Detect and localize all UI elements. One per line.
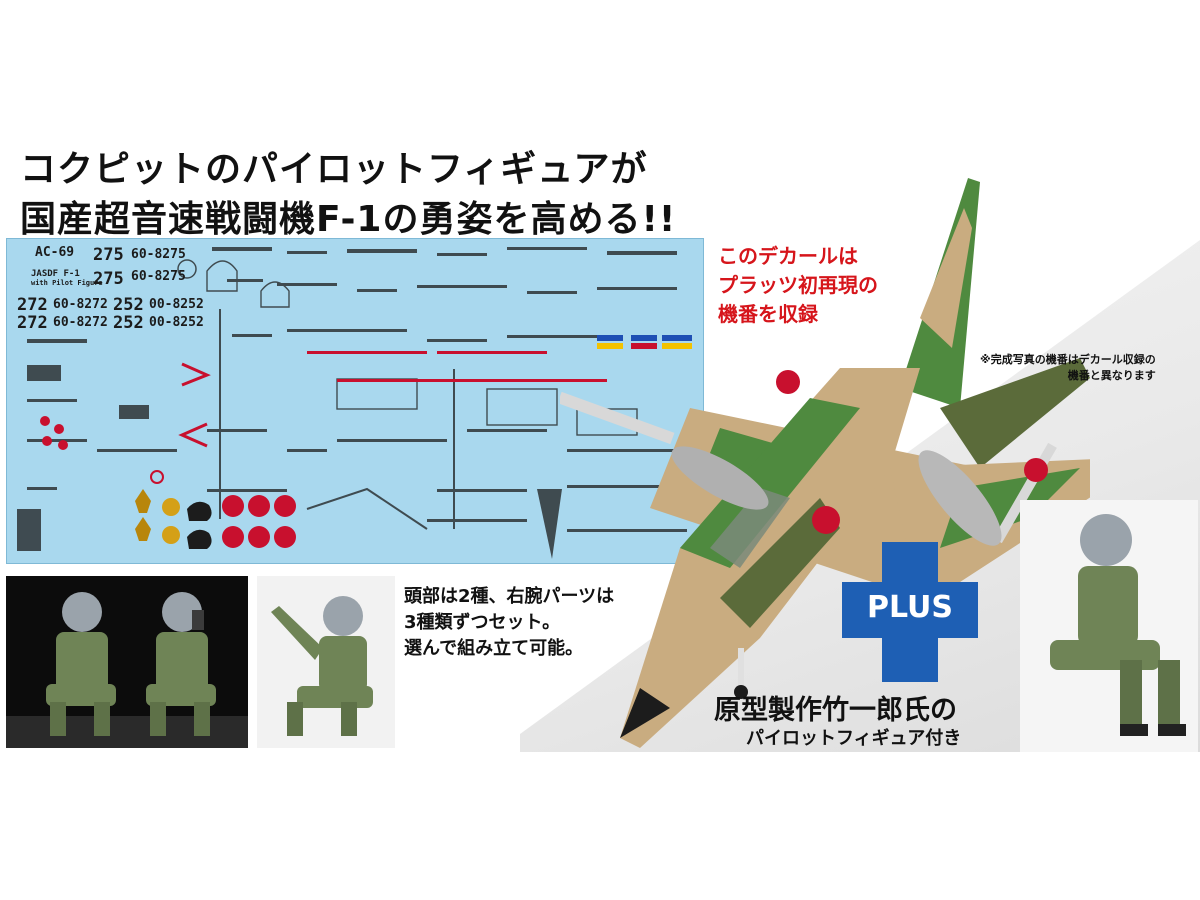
decal-serial: 60-8272 xyxy=(53,315,108,330)
pilot-figure-left xyxy=(46,592,116,736)
photo-disclaimer-line-1: ※完成写真の機番はデカール収録の xyxy=(980,353,1156,366)
decal-kit-code: AC-69 xyxy=(35,245,75,260)
decal-number: 252 xyxy=(113,295,144,315)
pilot-figure-included: パイロットフィギュア付き xyxy=(746,728,962,749)
decal-kit-info: AC-69 JASDF F-1 with Pilot Figure xyxy=(17,245,117,289)
figure-parts-line-3: 選んで組み立て可能。 xyxy=(404,638,584,659)
plus-label: PLUS xyxy=(866,590,953,625)
photo-disclaimer: ※完成写真の機番はデカール収録の 機番と異なります xyxy=(980,352,1156,384)
pilot-figures-art xyxy=(6,592,248,748)
pilot-figure-seated-photo xyxy=(1020,500,1198,752)
headline-line-2: 国産超音速戦闘機F-1の勇姿を高める!! xyxy=(20,199,677,240)
figure-parts-note: 頭部は2種、右腕パーツは 3種類ずつセット。 選んで組み立て可能。 xyxy=(404,584,614,662)
decal-markings-art xyxy=(17,247,692,559)
photo-disclaimer-line-2: 機番と異なります xyxy=(1067,369,1156,382)
decal-sheet: AC-69 JASDF F-1 with Pilot Figure 275 27… xyxy=(6,238,704,564)
pilot-figure-seated-art xyxy=(1050,514,1186,736)
decal-serial: 60-8272 xyxy=(53,297,108,312)
plus-cross-horizontal xyxy=(842,582,978,638)
decal-number: 272 xyxy=(17,313,48,333)
aircraft-model-photo xyxy=(560,178,1090,748)
bottom-margin xyxy=(0,752,1200,900)
decal-number: 275 xyxy=(93,245,124,265)
pilot-figure-pointing-art xyxy=(271,596,373,736)
decal-serial: 00-8252 xyxy=(149,315,204,330)
decal-serial: 00-8252 xyxy=(149,297,204,312)
decal-number: 275 xyxy=(93,269,124,289)
decal-number: 252 xyxy=(113,313,144,333)
decal-kit-subtitle: with Pilot Figure xyxy=(31,279,103,287)
headline-line-1: コクピットのパイロットフィギュアが xyxy=(20,149,648,190)
sculptor-credit: 原型製作竹一郎氏の xyxy=(714,695,957,726)
decal-highlight-line-1: このデカールは xyxy=(718,244,858,268)
figure-parts-line-1: 頭部は2種、右腕パーツは xyxy=(404,586,615,607)
decal-highlight-note: このデカールは プラッツ初再現の 機番を収録 xyxy=(718,242,878,329)
pilot-figure-pointing-photo xyxy=(257,576,395,748)
pilot-figure-right xyxy=(146,592,216,736)
decal-kit-title: JASDF F-1 xyxy=(31,269,80,279)
pilot-figures-photo-pair xyxy=(6,576,248,748)
decal-serial: 60-8275 xyxy=(131,269,186,284)
figure-parts-line-2: 3種類ずつセット。 xyxy=(404,612,561,633)
decal-number: 272 xyxy=(17,295,48,315)
decal-serial: 60-8275 xyxy=(131,247,186,262)
decal-highlight-line-3: 機番を収録 xyxy=(718,302,818,326)
decal-highlight-line-2: プラッツ初再現の xyxy=(718,273,878,297)
